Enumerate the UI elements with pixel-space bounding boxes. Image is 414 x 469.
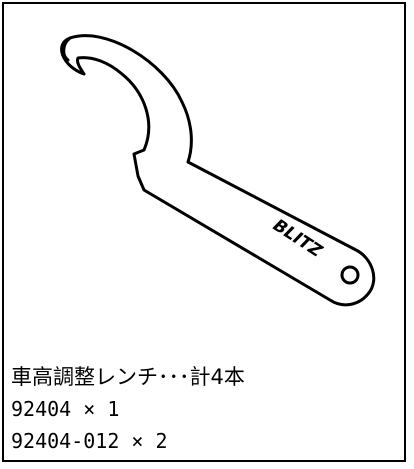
wrench-illustration: BLITZ [60,34,376,307]
part-line-1: 92404 × 1 [11,397,120,421]
hook-wrench-icon [60,34,376,307]
hanging-hole-icon [340,265,360,285]
product-panel: BLITZ 車高調整レンチ･･･計4本 92404 × 1 92404-012 … [2,2,406,462]
product-caption: 車高調整レンチ･･･計4本 92404 × 1 92404-012 × 2 [11,361,391,457]
part-line-2: 92404-012 × 2 [11,429,168,453]
product-title: 車高調整レンチ･･･計4本 [11,365,245,389]
